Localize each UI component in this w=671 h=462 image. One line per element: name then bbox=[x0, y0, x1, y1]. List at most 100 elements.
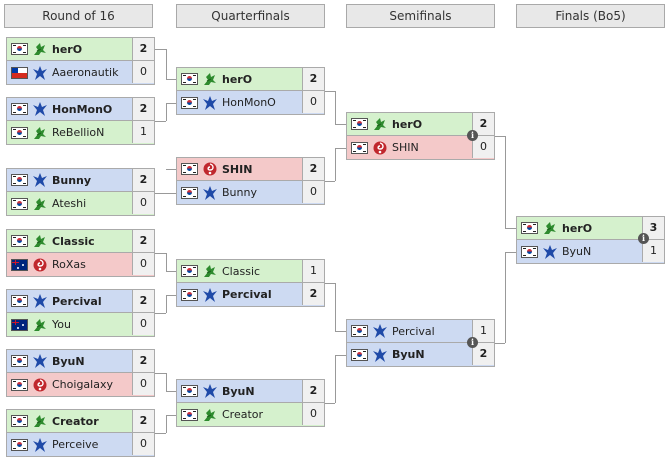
player-name[interactable]: ByuN bbox=[222, 384, 255, 398]
player-name[interactable]: Ateshi bbox=[52, 197, 87, 210]
bracket-connector bbox=[335, 355, 336, 403]
bracket-connector bbox=[505, 252, 506, 343]
protoss-race-icon bbox=[32, 437, 48, 453]
protoss-race-icon bbox=[202, 383, 218, 399]
player-name[interactable]: HonMonO bbox=[52, 102, 113, 116]
team-row[interactable]: herO 2 bbox=[6, 37, 155, 61]
player-score: 2 bbox=[132, 38, 154, 60]
match-info-icon[interactable]: i bbox=[467, 130, 478, 141]
player-name[interactable]: Creator bbox=[222, 408, 264, 421]
player-name[interactable]: herO bbox=[52, 42, 83, 56]
flag-kr-icon bbox=[521, 245, 538, 258]
player-name[interactable]: You bbox=[52, 318, 71, 331]
player-name[interactable]: Creator bbox=[52, 414, 99, 428]
player-name[interactable]: HonMonO bbox=[222, 96, 276, 109]
protoss-race-icon bbox=[372, 323, 388, 339]
round-header-qf: Quarterfinals bbox=[176, 4, 325, 28]
player-score: 2 bbox=[132, 230, 154, 252]
player-name[interactable]: Classic bbox=[222, 264, 261, 278]
round-header-sf: Semifinals bbox=[346, 4, 495, 28]
player-score: 2 bbox=[302, 68, 324, 90]
team-row[interactable]: Perceive 0 bbox=[6, 433, 155, 457]
player-name[interactable]: SHIN bbox=[392, 141, 419, 154]
player-name[interactable]: ByuN bbox=[392, 348, 425, 361]
player-name[interactable]: ReBellioN bbox=[52, 126, 105, 139]
terran-race-icon bbox=[32, 41, 48, 57]
player-score: 2 bbox=[472, 343, 494, 365]
team-row[interactable]: Classic 2 bbox=[6, 229, 155, 253]
bracket-connector bbox=[155, 121, 166, 122]
terran-race-icon bbox=[32, 413, 48, 429]
bracket-connector bbox=[166, 391, 176, 392]
player-name[interactable]: Bunny bbox=[52, 173, 92, 187]
player-name[interactable]: Classic bbox=[52, 234, 95, 248]
player-name[interactable]: Percival bbox=[52, 294, 102, 308]
bracket-connector bbox=[335, 283, 336, 331]
player-score: 0 bbox=[132, 433, 154, 455]
player-name[interactable]: Aaeronautik bbox=[52, 66, 119, 79]
protoss-race-icon bbox=[372, 347, 388, 363]
protoss-race-icon bbox=[32, 293, 48, 309]
bracket-connector bbox=[325, 91, 335, 92]
flag-kr-icon bbox=[181, 385, 198, 397]
player-name[interactable]: SHIN bbox=[222, 162, 253, 176]
flag-kr-icon bbox=[521, 222, 538, 234]
player-name[interactable]: Percival bbox=[222, 288, 272, 301]
player-name[interactable]: herO bbox=[392, 117, 423, 131]
player-name[interactable]: ByuN bbox=[52, 354, 85, 368]
team-row[interactable]: herO 2 bbox=[176, 67, 325, 91]
player-score: 2 bbox=[472, 113, 494, 135]
terran-race-icon bbox=[202, 407, 218, 423]
bracket-connector bbox=[155, 433, 166, 434]
team-row[interactable]: SHIN 0 bbox=[346, 136, 495, 160]
bracket-connector bbox=[335, 331, 346, 332]
bracket-connector bbox=[166, 103, 176, 104]
match-info-icon[interactable]: i bbox=[638, 233, 649, 244]
terran-race-icon bbox=[542, 220, 558, 236]
player-name[interactable]: Bunny bbox=[222, 186, 257, 199]
zerg-race-icon bbox=[32, 377, 48, 393]
bracket-connector bbox=[166, 295, 167, 313]
player-score: 0 bbox=[472, 136, 494, 158]
zerg-race-icon bbox=[372, 140, 388, 156]
player-name[interactable]: ByuN bbox=[562, 245, 592, 258]
bracket-connector bbox=[166, 253, 167, 271]
player-name[interactable]: Perceive bbox=[52, 438, 99, 451]
player-name[interactable]: Percival bbox=[392, 324, 435, 338]
flag-au-icon bbox=[11, 318, 28, 331]
player-name[interactable]: RoXas bbox=[52, 258, 86, 271]
player-name[interactable]: herO bbox=[222, 72, 253, 86]
player-name[interactable]: herO bbox=[562, 221, 593, 235]
bracket-connector bbox=[325, 181, 335, 182]
player-name[interactable]: Choigalaxy bbox=[52, 378, 113, 391]
bracket-connector bbox=[155, 49, 166, 50]
match-info-icon[interactable]: i bbox=[467, 337, 478, 348]
bracket-connector bbox=[505, 252, 516, 253]
